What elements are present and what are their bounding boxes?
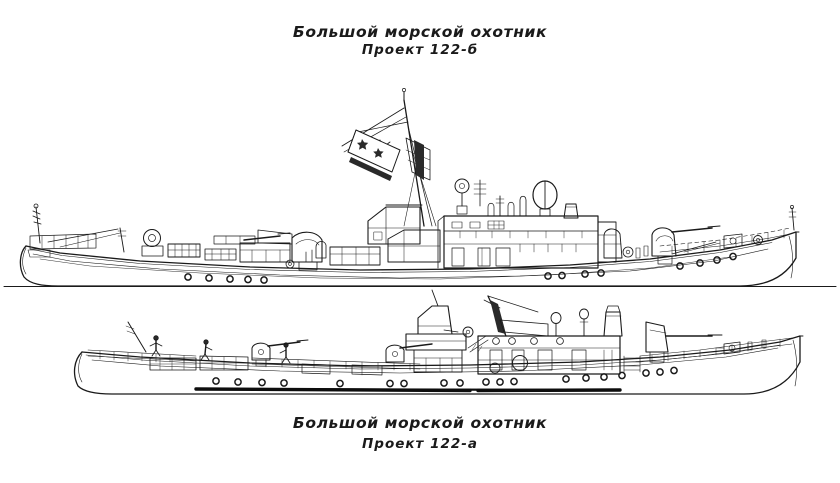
- aft-gun-mount-122a: [251, 339, 309, 367]
- forward-gun-mount-122b: [651, 225, 721, 265]
- caption-bottom: Большой морской охотник Проект 122-а: [0, 413, 840, 454]
- forward-deck-122b: [603, 228, 649, 259]
- ensign-star-icon: [357, 139, 369, 150]
- radar-dome-122b: [532, 180, 558, 217]
- boot-topping-stripe-122a: [194, 387, 622, 393]
- caption-top-project: Проект 122-б: [361, 42, 479, 59]
- caption-bottom-title: Большой морской охотник: [292, 414, 548, 432]
- portholes-fwd-122b: [676, 252, 737, 270]
- ship-122a: [73, 289, 804, 395]
- caption-top-title: Большой морской охотник: [292, 23, 548, 41]
- midship-deckhouses-122b: [305, 229, 441, 266]
- mid-gun-mount-122a: [385, 343, 433, 363]
- crew-figure: [279, 342, 291, 364]
- crew-figure: [200, 339, 213, 361]
- superstructure-122a: [477, 335, 621, 375]
- superstructure-122b: [437, 215, 617, 269]
- forecastle-rails-122b: [659, 205, 797, 255]
- bridge-122b: [367, 204, 423, 245]
- crew-figures-122a: [149, 335, 291, 364]
- mid-deck-122a: [251, 357, 421, 376]
- forecastle-122a: [639, 321, 793, 364]
- stern-fittings-122b: [27, 203, 121, 258]
- hull-122b: [19, 231, 800, 287]
- vent-head: [579, 308, 589, 337]
- ship-122b: [3, 88, 837, 288]
- mast-122b: [341, 88, 437, 227]
- aft-deck-equipment-122b: [117, 227, 293, 263]
- bridge-122a: [405, 289, 467, 373]
- crew-figure: [149, 335, 163, 357]
- caption-top: Большой морской охотник Проект 122-б: [0, 22, 840, 60]
- upper-works-122a: [443, 295, 641, 373]
- soviet-naval-ensign: [347, 129, 401, 181]
- aft-gun-mount-122b: [243, 231, 323, 271]
- vent-head: [550, 312, 562, 337]
- funnel-vents-122b: [454, 178, 579, 219]
- portholes-122a: [212, 366, 678, 388]
- caption-bottom-project: Проект 122-а: [362, 436, 478, 453]
- ensign-emblem-icon: [373, 148, 384, 158]
- stern-area-122a: [87, 321, 249, 371]
